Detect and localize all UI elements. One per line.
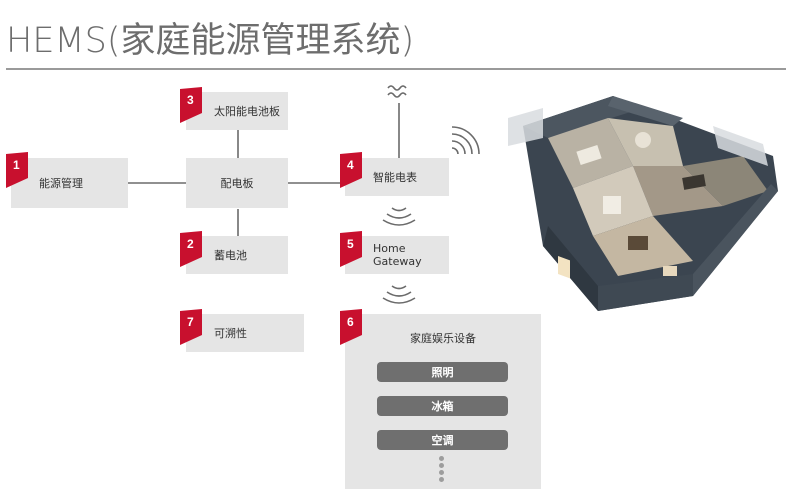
badge-7: 7: [180, 309, 204, 345]
entertainment-title: 家庭娱乐设备: [410, 332, 476, 345]
wireless-link-icon: [382, 207, 416, 226]
node-label: 太阳能电池板: [214, 105, 280, 118]
node-home-gateway: Home Gateway: [345, 236, 449, 274]
node-label-line1: Home: [373, 242, 406, 255]
node-label: 配电板: [220, 177, 254, 190]
badge-6: 6: [340, 309, 364, 345]
device-fridge: 冰箱: [377, 396, 508, 416]
node-distribution-board: 配电板: [186, 158, 288, 208]
node-smart-meter: 智能电表: [345, 158, 449, 196]
node-label: 蓄电池: [214, 249, 247, 262]
node-label: 能源管理: [39, 177, 83, 190]
badge-3: 3: [180, 87, 204, 123]
node-label: 可溯性: [214, 327, 247, 340]
badge-5: 5: [340, 231, 364, 267]
node-label-line2: Gateway: [373, 255, 422, 268]
node-battery: 蓄电池: [186, 236, 288, 274]
node-label: 智能电表: [373, 171, 417, 184]
more-dots-icon: [439, 456, 445, 484]
page-title: HEMS(家庭能源管理系统): [6, 21, 415, 61]
device-air-conditioner: 空调: [377, 430, 508, 450]
wireless-signal-icon: [451, 126, 480, 155]
title-divider: [6, 68, 786, 70]
node-traceability: 可溯性: [186, 314, 304, 352]
badge-2: 2: [180, 231, 204, 267]
node-energy-management: 能源管理: [11, 158, 128, 208]
badge-4: 4: [340, 152, 364, 188]
wireless-link-icon-2: [382, 285, 416, 304]
badge-1: 1: [6, 152, 30, 188]
node-solar-panel: 太阳能电池板: [186, 92, 288, 130]
antenna-wave-icon: [387, 85, 407, 98]
house-floorplan-image: [508, 96, 778, 311]
device-lighting: 照明: [377, 362, 508, 382]
